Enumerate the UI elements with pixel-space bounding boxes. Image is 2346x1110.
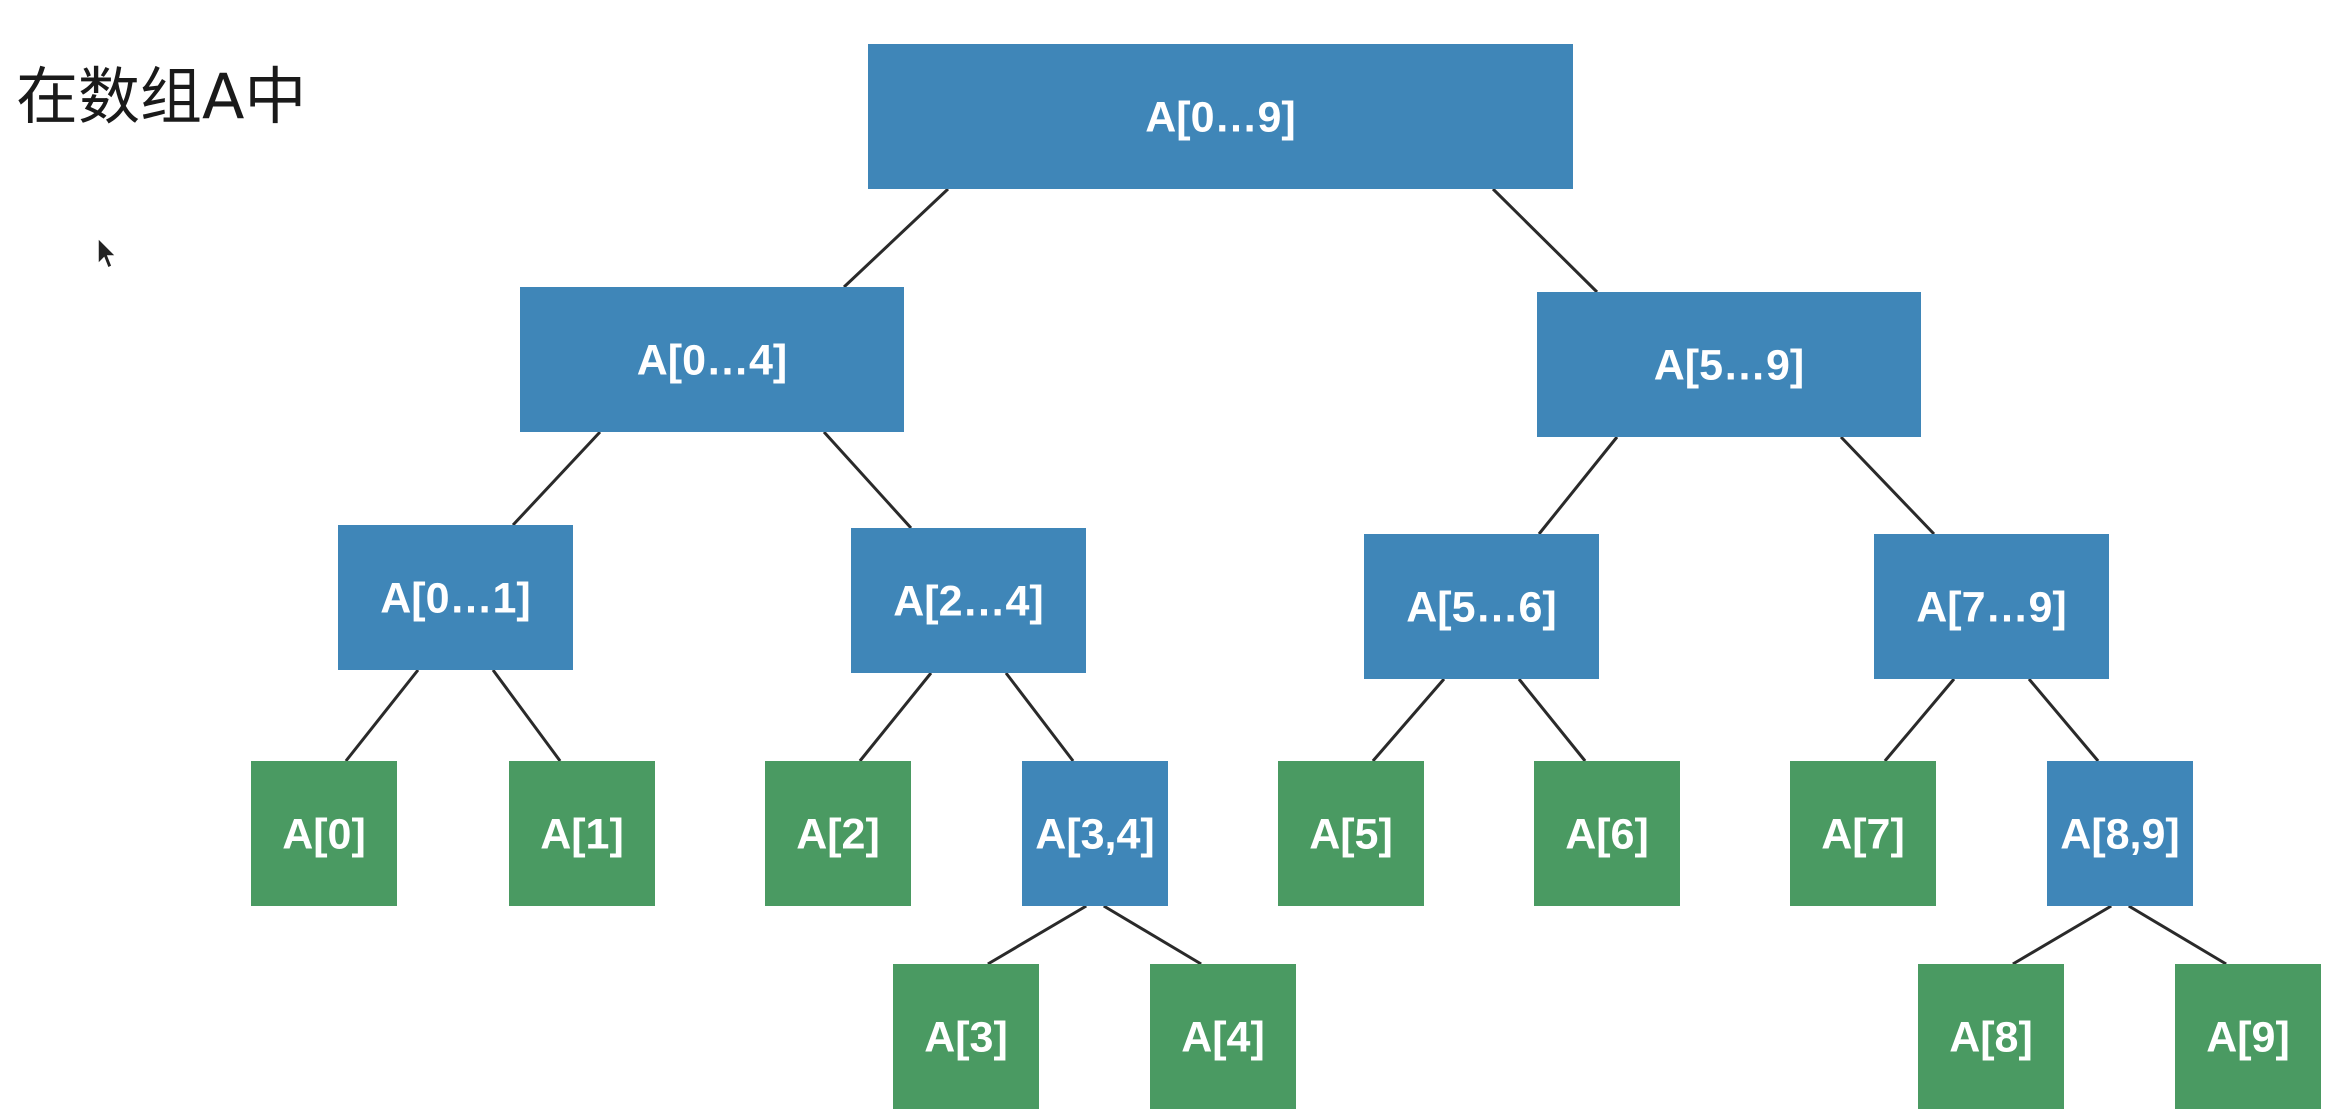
node-box bbox=[251, 761, 397, 906]
tree-edge-n09-n04 bbox=[842, 187, 950, 289]
node-box bbox=[1874, 534, 2109, 679]
tree-edge-n04-n24 bbox=[822, 430, 913, 530]
nodes-layer: A[0…9] A[0…4] A[5…9] A[0…1] A[2…4] A[5…6] A[7…… bbox=[251, 44, 2321, 1109]
leaf-node-n9: A[9] bbox=[2175, 964, 2321, 1109]
leaf-node-n5: A[5] bbox=[1278, 761, 1424, 906]
leaf-node-n0: A[0] bbox=[251, 761, 397, 906]
node-label: A[8] bbox=[1949, 1014, 2033, 1062]
leaf-node-n4: A[4] bbox=[1150, 964, 1296, 1109]
node-label: A[5…9] bbox=[1654, 342, 1805, 390]
internal-node-n79: A[7…9] bbox=[1874, 534, 2109, 679]
node-label: A[1] bbox=[540, 811, 624, 859]
tree-edge-n04-n01 bbox=[511, 430, 602, 527]
node-box bbox=[868, 44, 1573, 189]
arrow-cursor-icon bbox=[97, 236, 118, 270]
node-label: A[2…4] bbox=[893, 578, 1044, 626]
node-label: A[8,9] bbox=[2060, 811, 2179, 859]
node-box bbox=[1022, 761, 1168, 906]
internal-node-n04: A[0…4] bbox=[520, 287, 904, 432]
node-label: A[5…6] bbox=[1406, 584, 1557, 632]
node-label: A[2] bbox=[796, 811, 880, 859]
internal-node-n89: A[8,9] bbox=[2047, 761, 2193, 906]
node-box bbox=[1150, 964, 1296, 1109]
node-box bbox=[1534, 761, 1680, 906]
internal-node-n09: A[0…9] bbox=[868, 44, 1573, 189]
node-box bbox=[338, 525, 573, 670]
node-box bbox=[765, 761, 911, 906]
tree-edge-n56-n5 bbox=[1371, 678, 1446, 762]
internal-node-n24: A[2…4] bbox=[851, 528, 1086, 673]
internal-node-n01: A[0…1] bbox=[338, 525, 573, 670]
node-label: A[3] bbox=[924, 1014, 1008, 1062]
node-box bbox=[520, 287, 904, 432]
node-box bbox=[1918, 964, 2064, 1109]
edges-layer bbox=[344, 187, 2227, 966]
node-box bbox=[2047, 761, 2193, 906]
tree-edge-n01-n1 bbox=[491, 669, 562, 762]
tree-edge-n59-n56 bbox=[1537, 436, 1619, 535]
node-box bbox=[1790, 761, 1936, 906]
tree-edge-n89-n9 bbox=[2127, 904, 2227, 966]
internal-node-n56: A[5…6] bbox=[1364, 534, 1599, 679]
node-box bbox=[851, 528, 1086, 673]
tree-edge-n89-n8 bbox=[2012, 904, 2113, 966]
node-box bbox=[1364, 534, 1599, 679]
internal-node-n34: A[3,4] bbox=[1022, 761, 1168, 906]
node-label: A[0…1] bbox=[380, 575, 531, 623]
node-label: A[3,4] bbox=[1035, 811, 1154, 859]
node-label: A[9] bbox=[2206, 1014, 2290, 1062]
node-box bbox=[509, 761, 655, 906]
tree-edge-n24-n2 bbox=[858, 672, 933, 762]
page-title: 在数组A中 bbox=[16, 60, 307, 133]
node-box bbox=[1278, 761, 1424, 906]
node-label: A[7…9] bbox=[1916, 584, 2067, 632]
leaf-node-n3: A[3] bbox=[893, 964, 1039, 1109]
tree-edge-n56-n6 bbox=[1517, 678, 1587, 762]
node-label: A[0…4] bbox=[637, 337, 788, 385]
node-label: A[0…9] bbox=[1145, 94, 1296, 142]
tree-edge-n01-n0 bbox=[344, 669, 420, 762]
node-label: A[7] bbox=[1821, 811, 1905, 859]
node-label: A[6] bbox=[1565, 811, 1649, 859]
internal-node-n59: A[5…9] bbox=[1537, 292, 1921, 437]
leaf-node-n6: A[6] bbox=[1534, 761, 1680, 906]
tree-edge-n59-n79 bbox=[1839, 435, 1936, 536]
tree-edge-n79-n89 bbox=[2027, 678, 2100, 762]
tree-edge-n24-n34 bbox=[1004, 672, 1075, 762]
node-label: A[4] bbox=[1181, 1014, 1265, 1062]
leaf-node-n8: A[8] bbox=[1918, 964, 2064, 1109]
tree-edge-n34-n4 bbox=[1102, 904, 1202, 966]
node-box bbox=[1537, 292, 1921, 437]
leaf-node-n2: A[2] bbox=[765, 761, 911, 906]
tree-edge-n79-n7 bbox=[1883, 678, 1956, 762]
tree-edge-n09-n59 bbox=[1491, 187, 1599, 294]
node-box bbox=[2175, 964, 2321, 1109]
leaf-node-n7: A[7] bbox=[1790, 761, 1936, 906]
node-label: A[0] bbox=[282, 811, 366, 859]
node-label: A[5] bbox=[1309, 811, 1393, 859]
tree-edge-n34-n3 bbox=[987, 904, 1088, 966]
leaf-node-n1: A[1] bbox=[509, 761, 655, 906]
node-box bbox=[893, 964, 1039, 1109]
